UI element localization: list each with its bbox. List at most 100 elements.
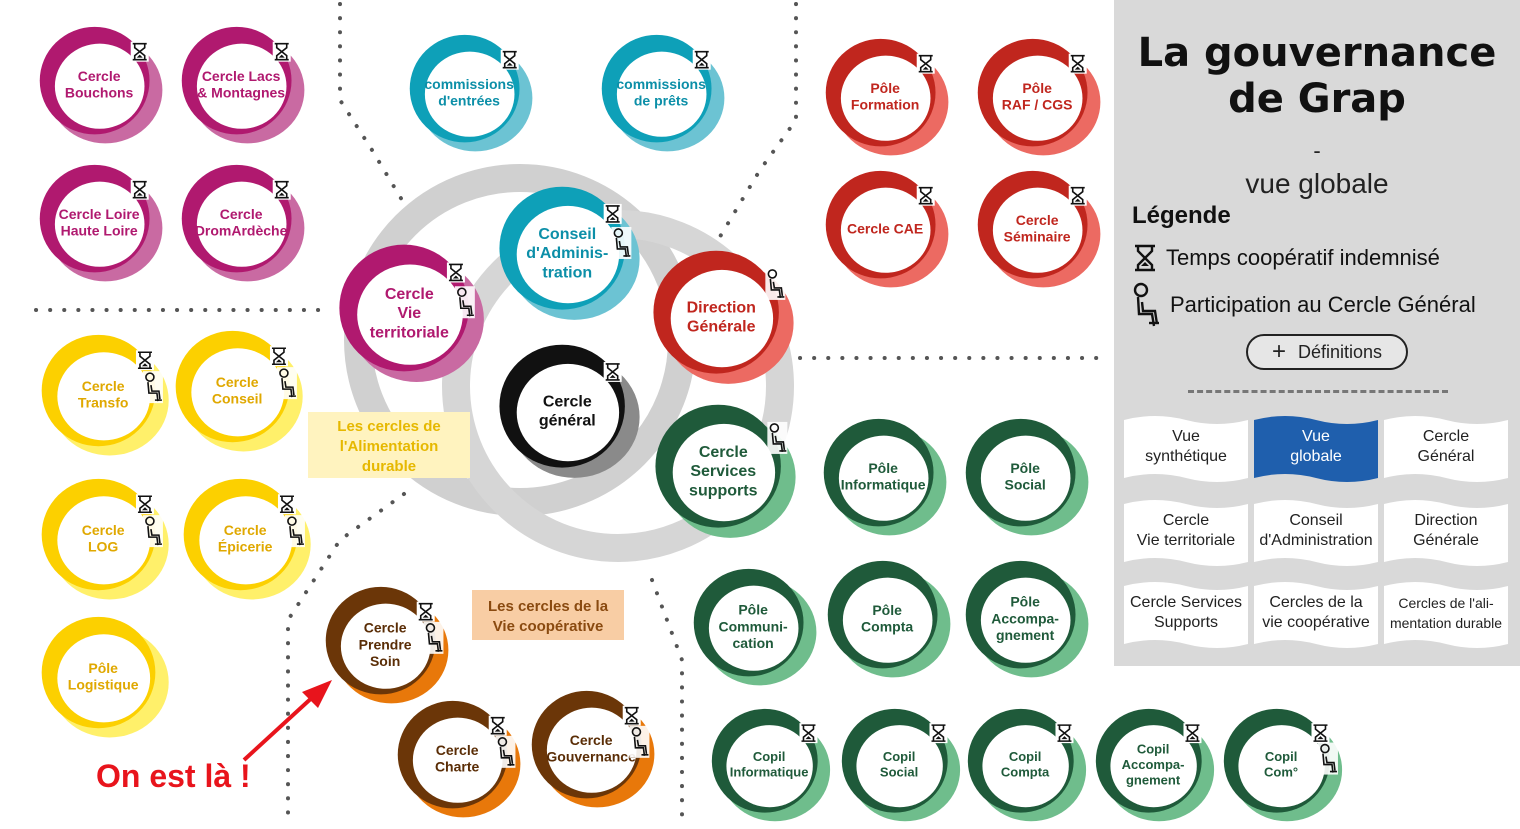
circle-label-line: Cercle: [364, 620, 407, 636]
seated-person-icon: [276, 367, 297, 400]
circle-label-line: & Montagnes: [197, 85, 285, 101]
hourglass-icon: [916, 185, 935, 206]
circle-inner: [516, 205, 620, 304]
circle-label-line: Cercle: [385, 286, 434, 303]
circle-label-line: Pôle: [1022, 80, 1052, 96]
hourglass-icon: [277, 494, 296, 515]
circle-label-line: supports: [689, 482, 758, 499]
hourglass-icon: [272, 179, 291, 200]
annotation-arrow: [242, 680, 332, 762]
circle-label-line: Social: [1004, 477, 1045, 493]
legend-item-participant: Participation au Cercle Général: [1132, 282, 1476, 328]
definitions-button[interactable]: + Définitions: [1246, 334, 1408, 370]
nav-item-label-line: Direction: [1414, 512, 1478, 529]
circle-inner: [856, 725, 943, 808]
seated-person-icon: [142, 371, 163, 404]
seated-person-icon: [629, 725, 650, 758]
circle-label-line: gnement: [996, 627, 1055, 643]
circle-inner: [1110, 725, 1197, 808]
circle-inner: [992, 187, 1083, 273]
circle-label-line: Copil: [883, 749, 916, 764]
legend-panel: La gouvernance de Grap - vue globale Lég…: [1114, 0, 1520, 666]
circle-label-line: Cercle Loire: [59, 206, 140, 222]
circle-label-line: Pôle: [738, 602, 768, 618]
hourglass-icon: [603, 361, 622, 382]
circle-inner: [842, 577, 933, 663]
circle-inner: [982, 725, 1069, 808]
legend-heading: Légende: [1132, 202, 1231, 229]
nav-item-label-line: synthétique: [1145, 448, 1227, 465]
hourglass-icon: [272, 41, 291, 62]
divider-bottom-left: [286, 492, 406, 828]
circle-label-line: Cercle: [216, 374, 259, 390]
circle-cercle-lacs-montagnes[interactable]: Cercle Lacs& Montagnes: [181, 26, 305, 144]
circle-label-line: Cercle CAE: [847, 220, 923, 236]
nav-item-label-line: d'Administration: [1259, 532, 1373, 549]
circle-label-line: Haute Loire: [61, 223, 138, 239]
circle-inner: [992, 55, 1083, 141]
circle-cercle-cae[interactable]: Cercle CAE: [825, 170, 949, 288]
seated-person-icon: [284, 515, 305, 548]
circle-label-line: Gouvernance: [546, 749, 636, 765]
group-label-vie-cooperative-box: [472, 590, 624, 640]
circle-inner: [980, 577, 1071, 663]
circle-label-line: Cercle: [699, 444, 748, 461]
circle-inner: [412, 717, 503, 803]
circle-label-line: Cercle: [224, 522, 267, 538]
hourglass-icon: [416, 601, 435, 622]
circle-inner: [840, 55, 931, 141]
circle-label-line: Copil: [753, 749, 786, 764]
circle-label-line: commissions: [616, 76, 706, 92]
circle-label-line: DromArdèche: [195, 223, 288, 239]
title-line-1: La gouvernance: [1137, 30, 1497, 76]
seated-person-icon: [142, 515, 163, 548]
nav-item-8[interactable]: Cercles de l'ali-mentation durable: [1384, 580, 1508, 648]
nav-item-label-line: Cercles de la: [1269, 594, 1363, 611]
title-separator: -: [1313, 138, 1321, 163]
nav-item-label-line: Général: [1417, 448, 1475, 465]
